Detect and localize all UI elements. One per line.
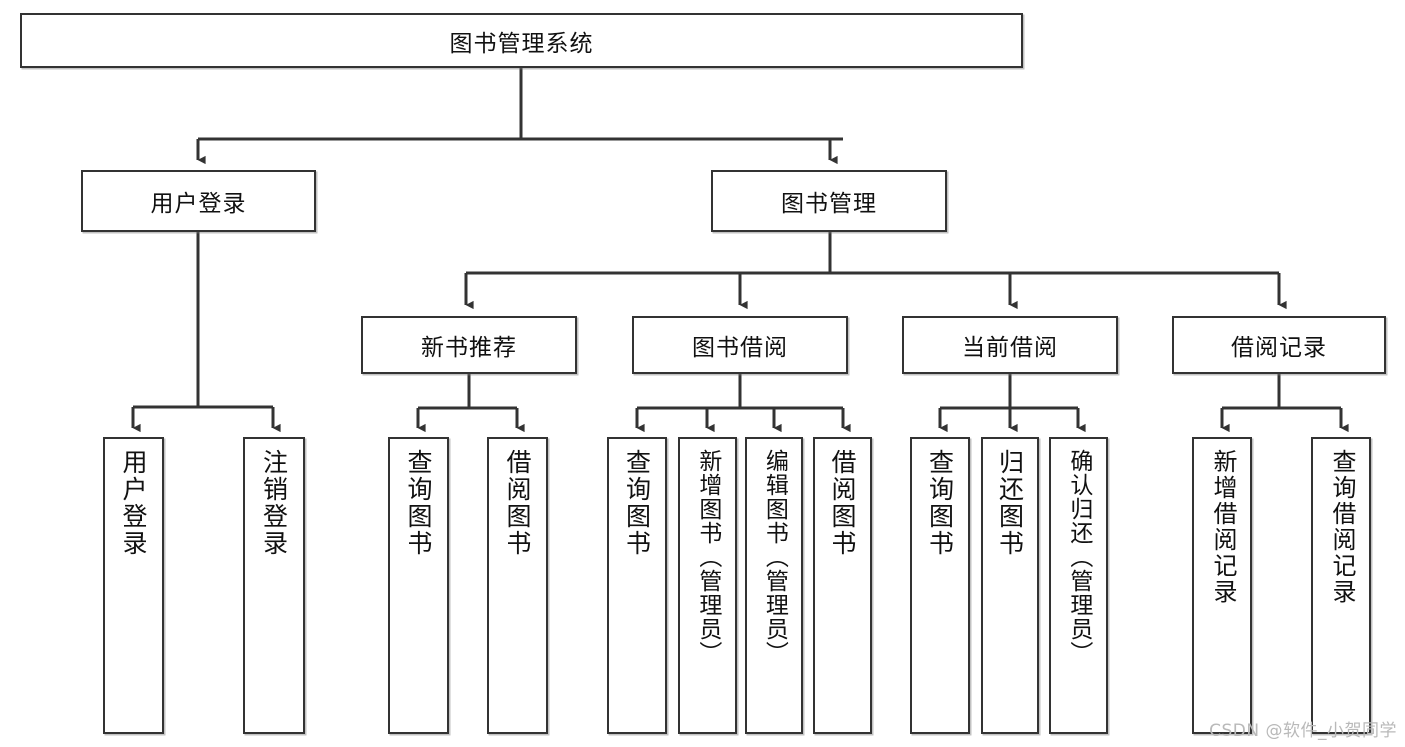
node-label: 用户登录 — [150, 191, 247, 217]
node-label: 查询借阅记录 — [1327, 449, 1356, 605]
leaf-query-borrow-record[interactable]: 查询借阅记录 — [1311, 437, 1371, 734]
leaf-add-borrow-record[interactable]: 新增借阅记录 — [1192, 437, 1252, 734]
leaf-query-book-current[interactable]: 查询图书 — [910, 437, 970, 734]
node-label: 查询图书 — [622, 449, 652, 557]
node-label: 新书推荐 — [421, 335, 517, 361]
leaf-borrow-book-recommend[interactable]: 借阅图书 — [487, 437, 548, 734]
node-label: 新增图书（管理员） — [694, 449, 721, 665]
node-current-borrow[interactable]: 当前借阅 — [902, 316, 1118, 374]
node-label: 借阅图书 — [503, 449, 532, 557]
node-label: 图书管理系统 — [449, 30, 594, 57]
leaf-logout[interactable]: 注销登录 — [243, 437, 305, 734]
node-label: 查询图书 — [925, 449, 955, 557]
node-label: 编辑图书（管理员） — [761, 449, 788, 665]
node-root-system[interactable]: 图书管理系统 — [20, 13, 1023, 68]
leaf-query-book-recommend[interactable]: 查询图书 — [388, 437, 449, 734]
leaf-borrow-book-borrow[interactable]: 借阅图书 — [813, 437, 872, 734]
node-label: 借阅图书 — [828, 449, 857, 557]
node-label: 用户登录 — [119, 449, 148, 557]
leaf-confirm-return[interactable]: 确认归还（管理员） — [1049, 437, 1108, 734]
node-label: 确认归还（管理员） — [1065, 449, 1092, 665]
node-label: 图书借阅 — [692, 335, 788, 361]
node-new-book-recommend[interactable]: 新书推荐 — [361, 316, 577, 374]
leaf-edit-book[interactable]: 编辑图书（管理员） — [745, 437, 803, 734]
node-label: 图书管理 — [781, 191, 877, 217]
leaf-return-book[interactable]: 归还图书 — [981, 437, 1039, 734]
leaf-add-book[interactable]: 新增图书（管理员） — [678, 437, 737, 734]
node-book-manage[interactable]: 图书管理 — [711, 170, 947, 232]
leaf-query-book-borrow[interactable]: 查询图书 — [607, 437, 667, 734]
node-book-borrow[interactable]: 图书借阅 — [632, 316, 848, 374]
node-user-login[interactable]: 用户登录 — [81, 170, 316, 232]
node-label: 借阅记录 — [1231, 335, 1327, 361]
leaf-user-login[interactable]: 用户登录 — [103, 437, 164, 734]
csdn-watermark: CSDN @软件_小贺同学 — [1209, 721, 1397, 741]
node-label: 归还图书 — [995, 449, 1025, 557]
node-label: 新增借阅记录 — [1208, 449, 1237, 605]
node-label: 当前借阅 — [962, 335, 1058, 361]
node-label: 注销登录 — [259, 449, 289, 557]
node-borrow-record[interactable]: 借阅记录 — [1172, 316, 1386, 374]
node-label: 查询图书 — [404, 449, 433, 557]
